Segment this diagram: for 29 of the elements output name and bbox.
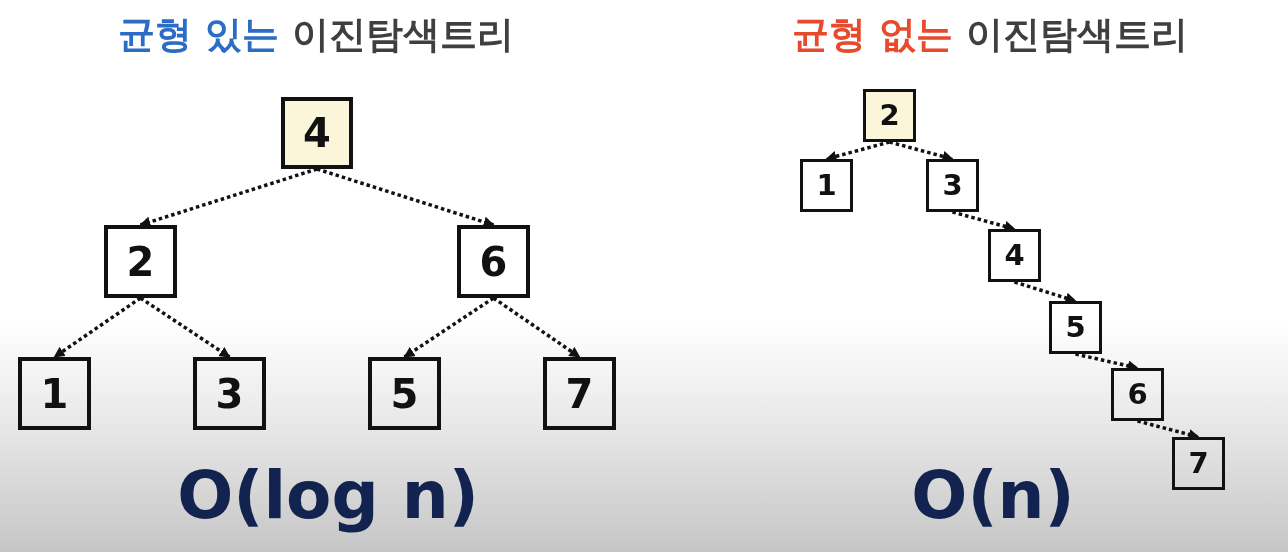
arrow bbox=[139, 167, 318, 228]
number-box: 3 bbox=[926, 159, 979, 212]
arrow bbox=[1014, 280, 1077, 304]
heading: 균형 없는 이진탐색트리 bbox=[792, 14, 1188, 57]
arrow bbox=[53, 296, 142, 359]
arrow bbox=[139, 296, 231, 359]
arrow bbox=[403, 296, 495, 359]
number-box: 5 bbox=[368, 357, 441, 430]
number-box: 2 bbox=[863, 89, 916, 142]
number-box: 7 bbox=[543, 357, 616, 430]
heading: 균형 있는 이진탐색트리 bbox=[118, 14, 514, 57]
number-box: 6 bbox=[457, 225, 530, 298]
arrow bbox=[1137, 419, 1200, 440]
arrow bbox=[825, 140, 890, 162]
number-box: 4 bbox=[988, 229, 1041, 282]
arrow bbox=[889, 140, 954, 162]
number-box: 2 bbox=[104, 225, 177, 298]
arrow bbox=[316, 167, 495, 228]
number-box: 5 bbox=[1049, 301, 1102, 354]
number-box: 1 bbox=[18, 357, 91, 430]
number-box: 7 bbox=[1172, 437, 1225, 490]
number-box: 1 bbox=[800, 159, 853, 212]
arrow bbox=[492, 296, 581, 359]
number-box: 3 bbox=[193, 357, 266, 430]
complexity-label: O(n) bbox=[911, 458, 1075, 534]
complexity-label: O(log n) bbox=[177, 458, 479, 534]
number-box: 6 bbox=[1111, 368, 1164, 421]
number-box: 4 bbox=[281, 97, 353, 169]
arrow bbox=[952, 210, 1016, 232]
